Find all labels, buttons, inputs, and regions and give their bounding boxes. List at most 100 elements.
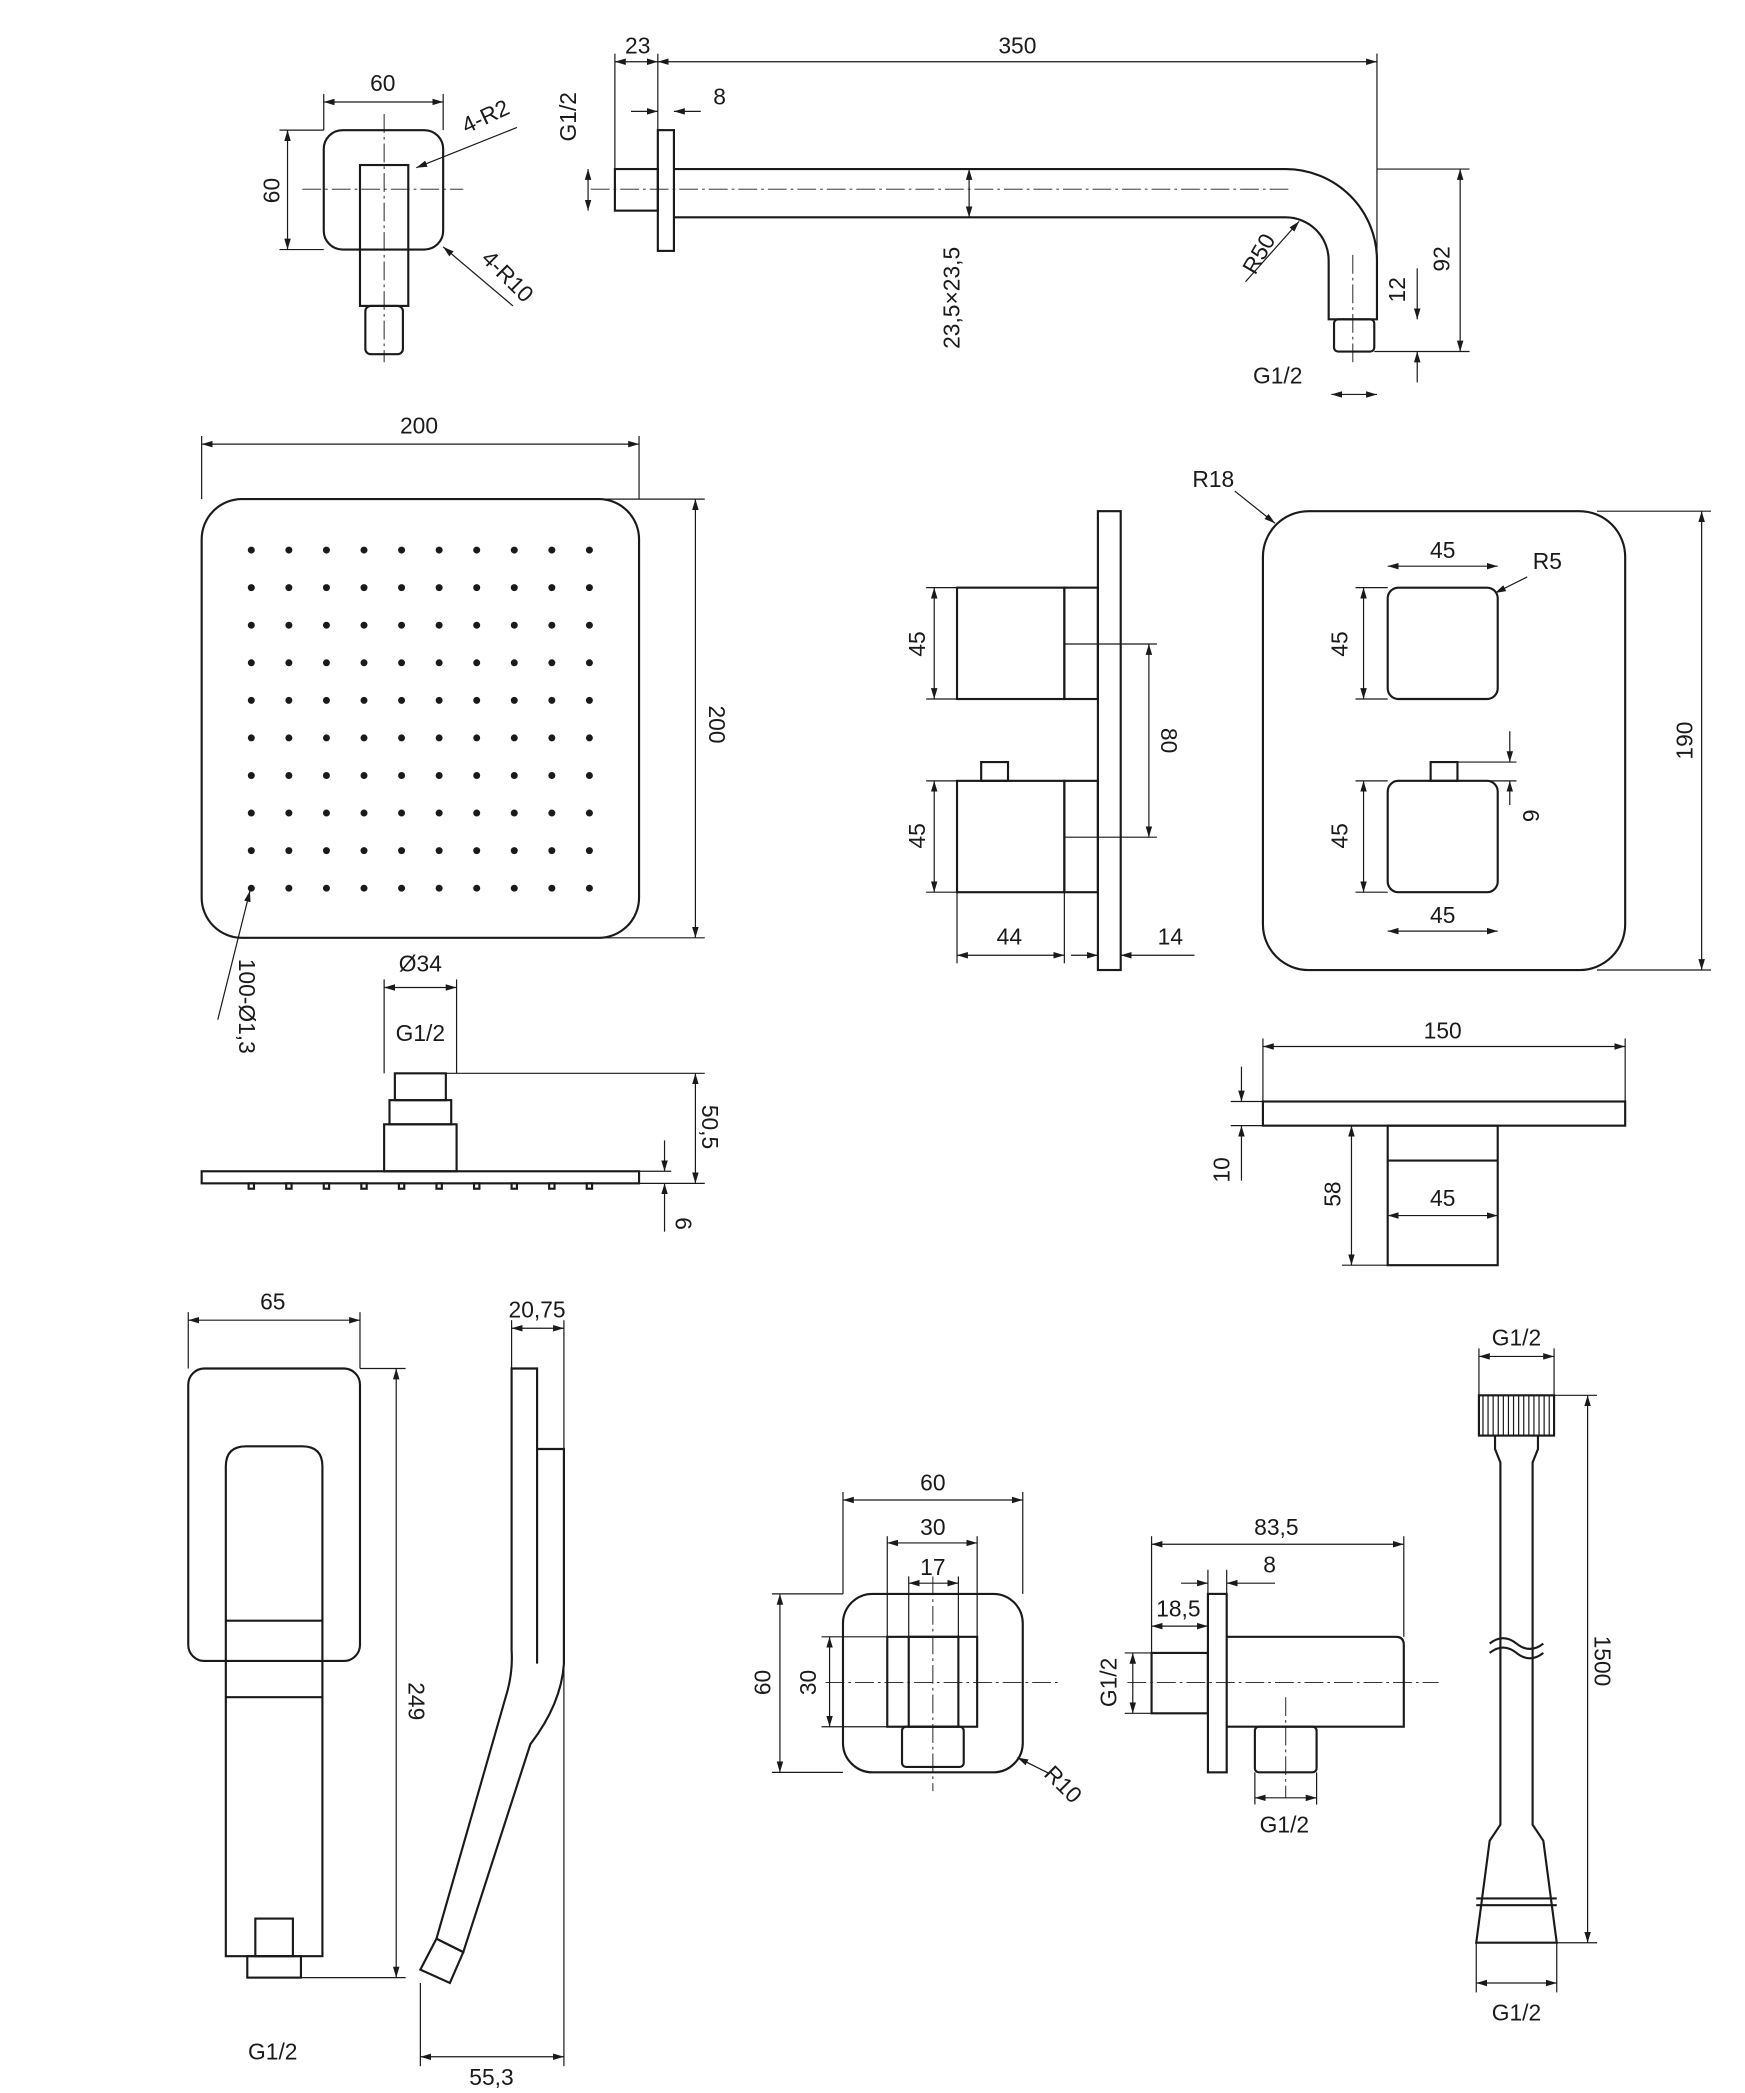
nozzle-pin [285,1182,293,1190]
nozzle-dot [585,696,593,704]
hand-shower-view: 65 249 G1/2 20,75 55,3 [187,1288,566,2090]
dim-hose-thread-bottom: G1/2 [1492,2000,1541,2026]
nozzle-dot [322,584,330,592]
dim-width: 60 [370,70,395,96]
nozzle-dot [247,847,255,855]
dim-top-plate: 10 [1208,1157,1234,1182]
nozzle-dot [285,847,293,855]
dim-side-thread-outlet: G1/2 [1260,1812,1309,1838]
nozzle-dot [398,734,406,742]
nozzle-dot [360,584,368,592]
nozzle-dot [585,847,593,855]
nozzle-dot [360,696,368,704]
nozzle-pin [548,1182,556,1190]
nozzle-dot [510,696,518,704]
nozzle-dot [285,621,293,629]
dim-side-thread-inlet: G1/2 [1096,1658,1122,1707]
nozzle-dot [398,771,406,779]
nozzle-dot [247,734,255,742]
dim-head-width: 200 [400,412,438,438]
dim-knob-radius: R5 [1533,548,1562,574]
nozzle-dot [322,696,330,704]
dim-elbow-width: 60 [920,1470,945,1496]
nozzle-dot [435,884,443,892]
nozzle-dot [585,546,593,554]
nozzle-dot [548,696,556,704]
nozzle-dot [435,621,443,629]
dim-thread-outlet: G1/2 [1253,363,1302,389]
dim-knob-height-top: 45 [1326,631,1352,656]
dim-indicator: 6 [1518,809,1544,822]
nozzle-dot [548,847,556,855]
dim-flange-offset: 23 [625,33,650,59]
nozzle-dot [435,734,443,742]
nozzle-dot [322,847,330,855]
nozzle-dot [473,771,481,779]
nozzle-pin [472,1182,481,1190]
dim-bend-radius: R50 [1237,229,1280,278]
wall-outlet-top-view: 60 60 4-R2 4-R10 [258,70,539,363]
nozzle-dot [247,621,255,629]
nozzle-dot [585,584,593,592]
nozzle-dot [510,771,518,779]
nozzle-dot [510,546,518,554]
nozzle-dot [247,546,255,554]
dim-knob-depth: 44 [997,924,1023,950]
nozzle-dot [285,884,293,892]
nozzle-dot [473,696,481,704]
nozzle-dot [360,621,368,629]
nozzle-dot [548,809,556,817]
dim-side-offset: 18,5 [1156,1596,1200,1622]
dim-tube-size: 23,5×23,5 [939,247,965,349]
nozzle-dot [473,621,481,629]
dim-knob-width-bottom: 45 [1430,902,1455,928]
nozzle-dot [360,884,368,892]
nozzle-dot [285,546,293,554]
nozzle-dot [548,659,556,667]
dim-top-depth: 58 [1320,1181,1346,1206]
nozzle-dot [510,734,518,742]
dim-knob-bottom: 45 [904,823,930,848]
nozzle-dot [473,847,481,855]
dim-knob-height-bottom: 45 [1326,823,1352,848]
dim-hose-length: 1500 [1589,1636,1615,1687]
dim-side-depth: 55,3 [469,2064,513,2090]
nozzle-dot [322,884,330,892]
nozzle-dot [322,734,330,742]
hose-nut-knurl [1482,1395,1550,1436]
nozzle-dot [398,696,406,704]
nozzle-dot [510,809,518,817]
dim-plate-thickness: 6 [670,1217,696,1230]
nozzle-dot [435,809,443,817]
dim-knob-width-top: 45 [1430,537,1455,563]
hose-view: G1/2 1500 G1/2 [1475,1325,1615,2026]
nozzle-pin [247,1182,256,1190]
nozzle-dot [360,659,368,667]
nozzle-dot [548,884,556,892]
nozzle-dot [247,884,255,892]
nozzle-dot [398,809,406,817]
nozzle-dot [548,584,556,592]
dim-height: 60 [258,178,284,203]
nozzle-dot [360,734,368,742]
nozzle-dot [585,621,593,629]
dim-elbow-inner: 30 [920,1514,945,1540]
nozzle-dot [322,621,330,629]
nozzle-dot [247,584,255,592]
dim-hose-thread-top: G1/2 [1492,1325,1541,1351]
nozzle-dot [398,584,406,592]
nozzle-dot [360,771,368,779]
nozzle-dot [473,884,481,892]
nozzle-dot [548,546,556,554]
nozzle-dot [585,734,593,742]
nozzle-grid [247,546,593,892]
nozzle-dot [510,584,518,592]
nozzle-dot [473,659,481,667]
dim-flange-thickness: 8 [713,84,726,110]
nozzle-dot [435,584,443,592]
dim-total-height: 50,5 [697,1105,723,1149]
nozzle-pin [585,1182,594,1190]
nozzle-pin [397,1182,406,1190]
dim-elbow-inner-height: 30 [795,1670,821,1695]
